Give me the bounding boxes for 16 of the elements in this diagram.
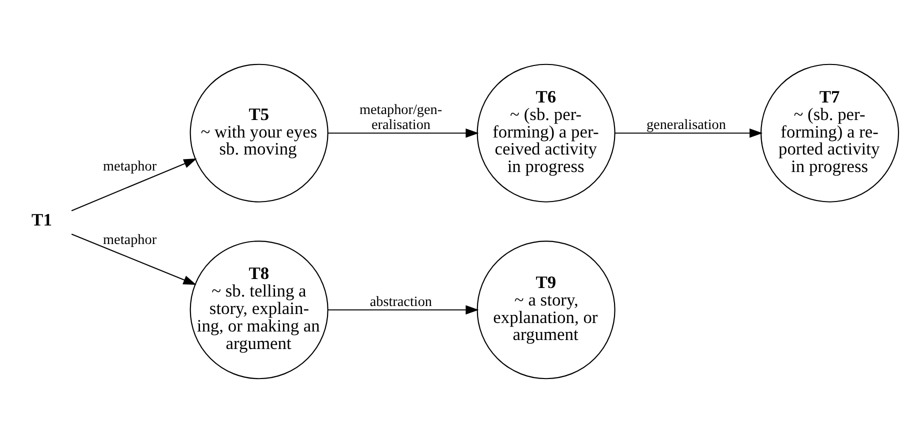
edge-label: metaphor: [103, 158, 157, 175]
node-circle: T5 ~ with your eyes sb. moving: [190, 64, 328, 202]
node-circle: T8 ~ sb. telling a story, explain- ing, or making an argument: [190, 240, 328, 380]
arrow: [328, 305, 479, 314]
arrow: [71, 158, 197, 212]
node-circle: T7 ~ (sb. per- forming) a re- ported activity in progress: [760, 64, 900, 202]
node-circle: T9 ~ a story, explanation, or argument: [476, 240, 616, 380]
arrow: [614, 128, 763, 138]
edge-label: metaphor: [103, 232, 157, 248]
node-text: T1: [32, 210, 52, 230]
node-circle: T6 ~ (sb. per- forming) a per- ceived activity in progress: [476, 64, 616, 202]
arrow: [71, 234, 196, 285]
edge-label: generalisation: [646, 117, 726, 134]
edge-label: abstraction: [370, 294, 432, 310]
edge-label: metaphor/gen- eralisation: [359, 102, 442, 134]
arrow: [328, 128, 479, 138]
